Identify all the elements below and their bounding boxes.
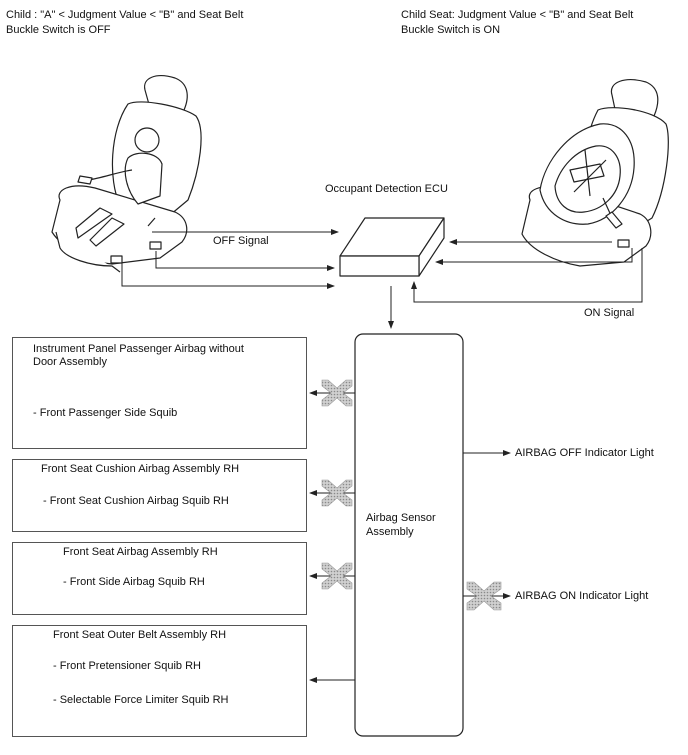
on-signal-label: ON Signal bbox=[584, 307, 635, 319]
airbag-on-indicator-label: AIRBAG ON Indicator Light bbox=[515, 590, 649, 602]
cross-side-airbag-icon bbox=[321, 562, 353, 590]
cushion-airbag-title: Front Seat Cushion Airbag Assembly RH bbox=[41, 463, 240, 475]
cross-cushion-airbag-icon bbox=[321, 479, 353, 507]
cushion-squib-item: - Front Seat Cushion Airbag Squib RH bbox=[43, 495, 229, 507]
pretensioner-squib-item: - Front Pretensioner Squib RH bbox=[53, 660, 201, 672]
right-seat-signal-lines bbox=[411, 239, 643, 303]
right-caption-line2: Buckle Switch is ON bbox=[401, 24, 501, 36]
side-squib-item: - Front Side Airbag Squib RH bbox=[63, 576, 205, 588]
force-limiter-squib-item: - Selectable Force Limiter Squib RH bbox=[53, 694, 229, 706]
passenger-squib-item: - Front Passenger Side Squib bbox=[33, 407, 178, 419]
sensor-label-line1: Airbag Sensor bbox=[366, 512, 436, 524]
side-airbag-title: Front Seat Airbag Assembly RH bbox=[63, 546, 218, 558]
outer-belt-title: Front Seat Outer Belt Assembly RH bbox=[53, 629, 227, 641]
left-caption-line2: Buckle Switch is OFF bbox=[6, 24, 111, 36]
left-caption-line1: Child : "A" < Judgment Value < "B" and S… bbox=[6, 9, 244, 21]
airbag-off-indicator-label: AIRBAG OFF Indicator Light bbox=[515, 447, 654, 459]
off-signal-label: OFF Signal bbox=[213, 235, 269, 247]
cross-airbag-on-indicator-icon bbox=[466, 581, 502, 611]
outer-belt-box: Front Seat Outer Belt Assembly RH - Fron… bbox=[12, 625, 307, 737]
sensor-to-squib-arrows bbox=[309, 390, 355, 683]
passenger-airbag-box: Instrument Panel Passenger Airbag withou… bbox=[12, 337, 307, 449]
cushion-airbag-box: Front Seat Cushion Airbag Assembly RH - … bbox=[12, 459, 307, 532]
child-seat-illustration bbox=[521, 79, 669, 267]
cross-passenger-airbag-icon bbox=[321, 379, 353, 407]
occupant-detection-ecu-box bbox=[339, 217, 445, 277]
passenger-airbag-title-line2: Door Assembly bbox=[33, 356, 107, 368]
right-caption-line1: Child Seat: Judgment Value < "B" and Sea… bbox=[401, 9, 634, 21]
side-airbag-box: Front Seat Airbag Assembly RH - Front Si… bbox=[12, 542, 307, 615]
sensor-label-line2: Assembly bbox=[366, 526, 414, 538]
ecu-label: Occupant Detection ECU bbox=[325, 183, 448, 195]
sensor-to-indicator-arrows bbox=[463, 450, 511, 599]
child-seat-occupant-illustration bbox=[51, 75, 202, 273]
passenger-airbag-title-line1: Instrument Panel Passenger Airbag withou… bbox=[33, 343, 244, 355]
left-seat-signal-lines bbox=[121, 229, 339, 289]
airbag-sensor-assembly-box bbox=[354, 333, 464, 737]
